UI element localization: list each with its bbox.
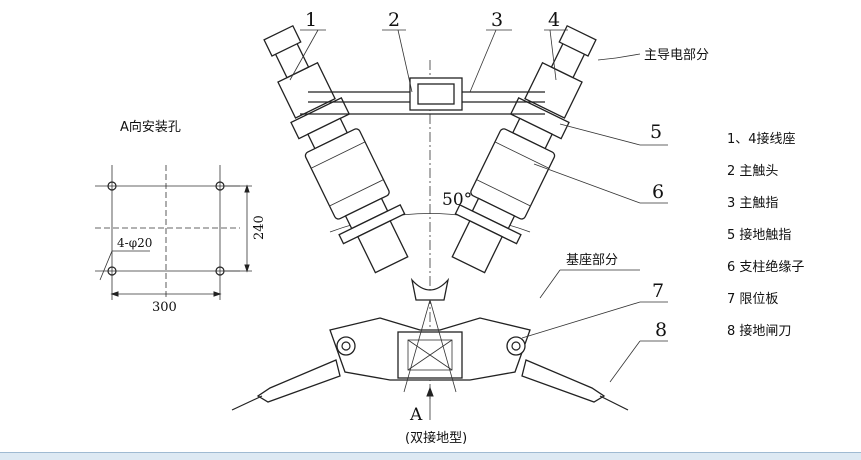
callout-leaders [289,29,668,383]
callout-6: 6 [652,181,664,203]
callout-7: 7 [652,280,664,302]
legend-item: 2 主触头 [727,164,778,179]
base-assembly [231,277,629,411]
legend-item: 5 接地触指 [727,227,791,243]
callout-4: 4 [548,9,560,31]
legend-item: 1、4接线座 [727,131,796,147]
legend: 1、4接线座 2 主触头 3 主触指 5 接地触指 6 支柱绝缘子 7 限位板 … [727,131,804,339]
callout-8: 8 [655,319,667,341]
mount-hole-pattern [95,165,252,300]
left-insulator-column [263,24,409,274]
base-part-label: 基座部分 [566,253,618,268]
main-contact-bar [300,77,545,115]
legend-item: 3 主触指 [727,196,778,211]
callout-3: 3 [491,9,503,31]
type-note-label: (双接地型) [405,430,467,446]
right-insulator-column [451,24,597,274]
callout-1: 1 [305,9,317,31]
legend-item: 6 支柱绝缘子 [727,259,804,275]
legend-item: 8 接地闸刀 [727,323,791,339]
bottom-border [0,452,861,460]
main-conductive-label: 主导电部分 [644,48,709,63]
view-a-label: A [409,405,423,425]
angle-label: 50° [442,190,472,210]
dim-240-label: 240 [252,215,267,240]
mount-holes-label: A向安装孔 [120,119,181,135]
legend-item: 7 限位板 [727,292,778,307]
hole-spec-label: 4-φ20 [117,236,152,250]
callout-2: 2 [388,9,400,31]
dim-300-label: 300 [152,300,177,315]
callout-5: 5 [650,121,662,143]
